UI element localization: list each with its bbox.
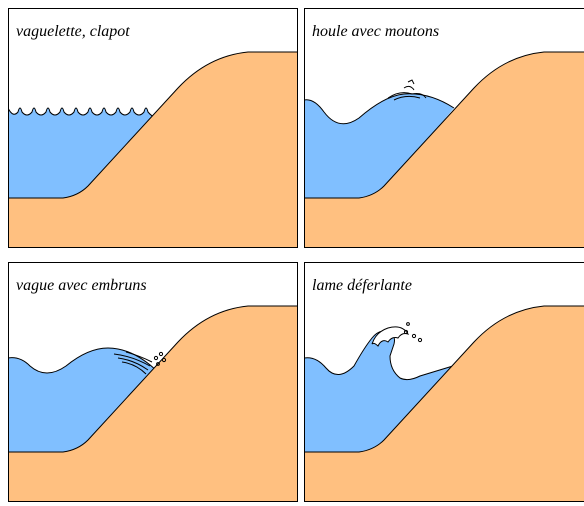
panel-spray: vague avec embruns bbox=[8, 262, 298, 502]
panel-caption: vaguelette, clapot bbox=[16, 23, 130, 40]
panel-caption: lame déferlante bbox=[312, 277, 412, 294]
panel-ripples-illustration: vaguelette, clapot bbox=[8, 8, 298, 248]
panel-swell: houle avec moutons bbox=[304, 8, 584, 248]
panel-breaking: lame déferlante bbox=[304, 262, 584, 502]
panel-caption: houle avec moutons bbox=[312, 23, 439, 40]
panel-breaking-illustration: lame déferlante bbox=[304, 262, 584, 502]
panel-spray-illustration: vague avec embruns bbox=[8, 262, 298, 502]
panel-swell-illustration: houle avec moutons bbox=[304, 8, 584, 248]
panel-caption: vague avec embruns bbox=[16, 277, 147, 294]
panel-ripples: vaguelette, clapot bbox=[8, 8, 298, 248]
